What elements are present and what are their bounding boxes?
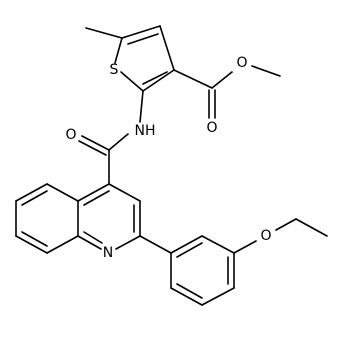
atom-oxygen-ester-single: O: [236, 55, 247, 71]
bond-camide-o-double-b: [78, 140, 107, 156]
bond-c4p-c5p: [201, 287, 235, 306]
bond-c3p-o: [233, 240, 257, 254]
bond-c8q-c8a: [46, 235, 79, 254]
bond-c4a-c5q: [46, 183, 79, 202]
bond-c1p-c2p: [170, 235, 203, 254]
bond-ccarbonyl-o-single: [211, 71, 233, 89]
bond-o-methyl: [251, 65, 281, 77]
bond-ch2-ch3: [295, 218, 328, 237]
bond-c5-c4-inner: [127, 33, 159, 45]
bond-c5q-c6q-inner: [21, 190, 48, 206]
atom-labels: S O O NH O N O: [65, 55, 271, 261]
bond-s-c5: [114, 37, 123, 64]
atom-oxygen-ester-double: O: [206, 120, 217, 136]
bond-c2-nh: [139, 90, 144, 123]
bond-o-ch2: [275, 218, 297, 231]
bond-c5p-c6p-inner: [176, 283, 203, 299]
bond-methyl-c5: [85, 27, 123, 39]
atom-nitrogen-ring: N: [103, 245, 113, 261]
bond-nh-camide: [108, 133, 129, 151]
bond-c7q-c8q-inner: [21, 231, 48, 247]
atom-oxygen-ether: O: [260, 228, 271, 244]
bond-n-c8a-inner: [83, 231, 103, 244]
bond-c5p-c6p: [170, 287, 203, 306]
bond-c3-c2: [142, 69, 175, 92]
bond-c7q-c8q: [15, 235, 48, 254]
bond-c2q-c1p: [139, 235, 172, 254]
bond-c5q-c6q: [15, 183, 48, 202]
bond-c4-c3: [159, 25, 175, 71]
bond-c2q-n: [115, 235, 141, 250]
bond-c5-c4: [121, 25, 161, 39]
bond-n-c8a: [77, 235, 102, 250]
atom-oxygen-amide: O: [65, 127, 76, 143]
bond-c1p-c2p-inner: [176, 242, 203, 258]
bond-c2p-c3p: [201, 235, 235, 254]
bond-c4a-c4q: [77, 183, 110, 202]
bond-camide-o-double-a: [81, 135, 110, 151]
bond-c2-s: [120, 71, 144, 92]
atom-nh: NH: [135, 123, 156, 139]
bond-c3-ccarbonyl: [173, 69, 213, 89]
bond-c3-c2-inner: [142, 71, 168, 85]
bond-c4q-c3q: [108, 183, 141, 202]
bond-c4a-c4q-inner: [83, 190, 110, 206]
atom-sulfur: S: [110, 62, 119, 78]
bonds: [15, 25, 328, 306]
